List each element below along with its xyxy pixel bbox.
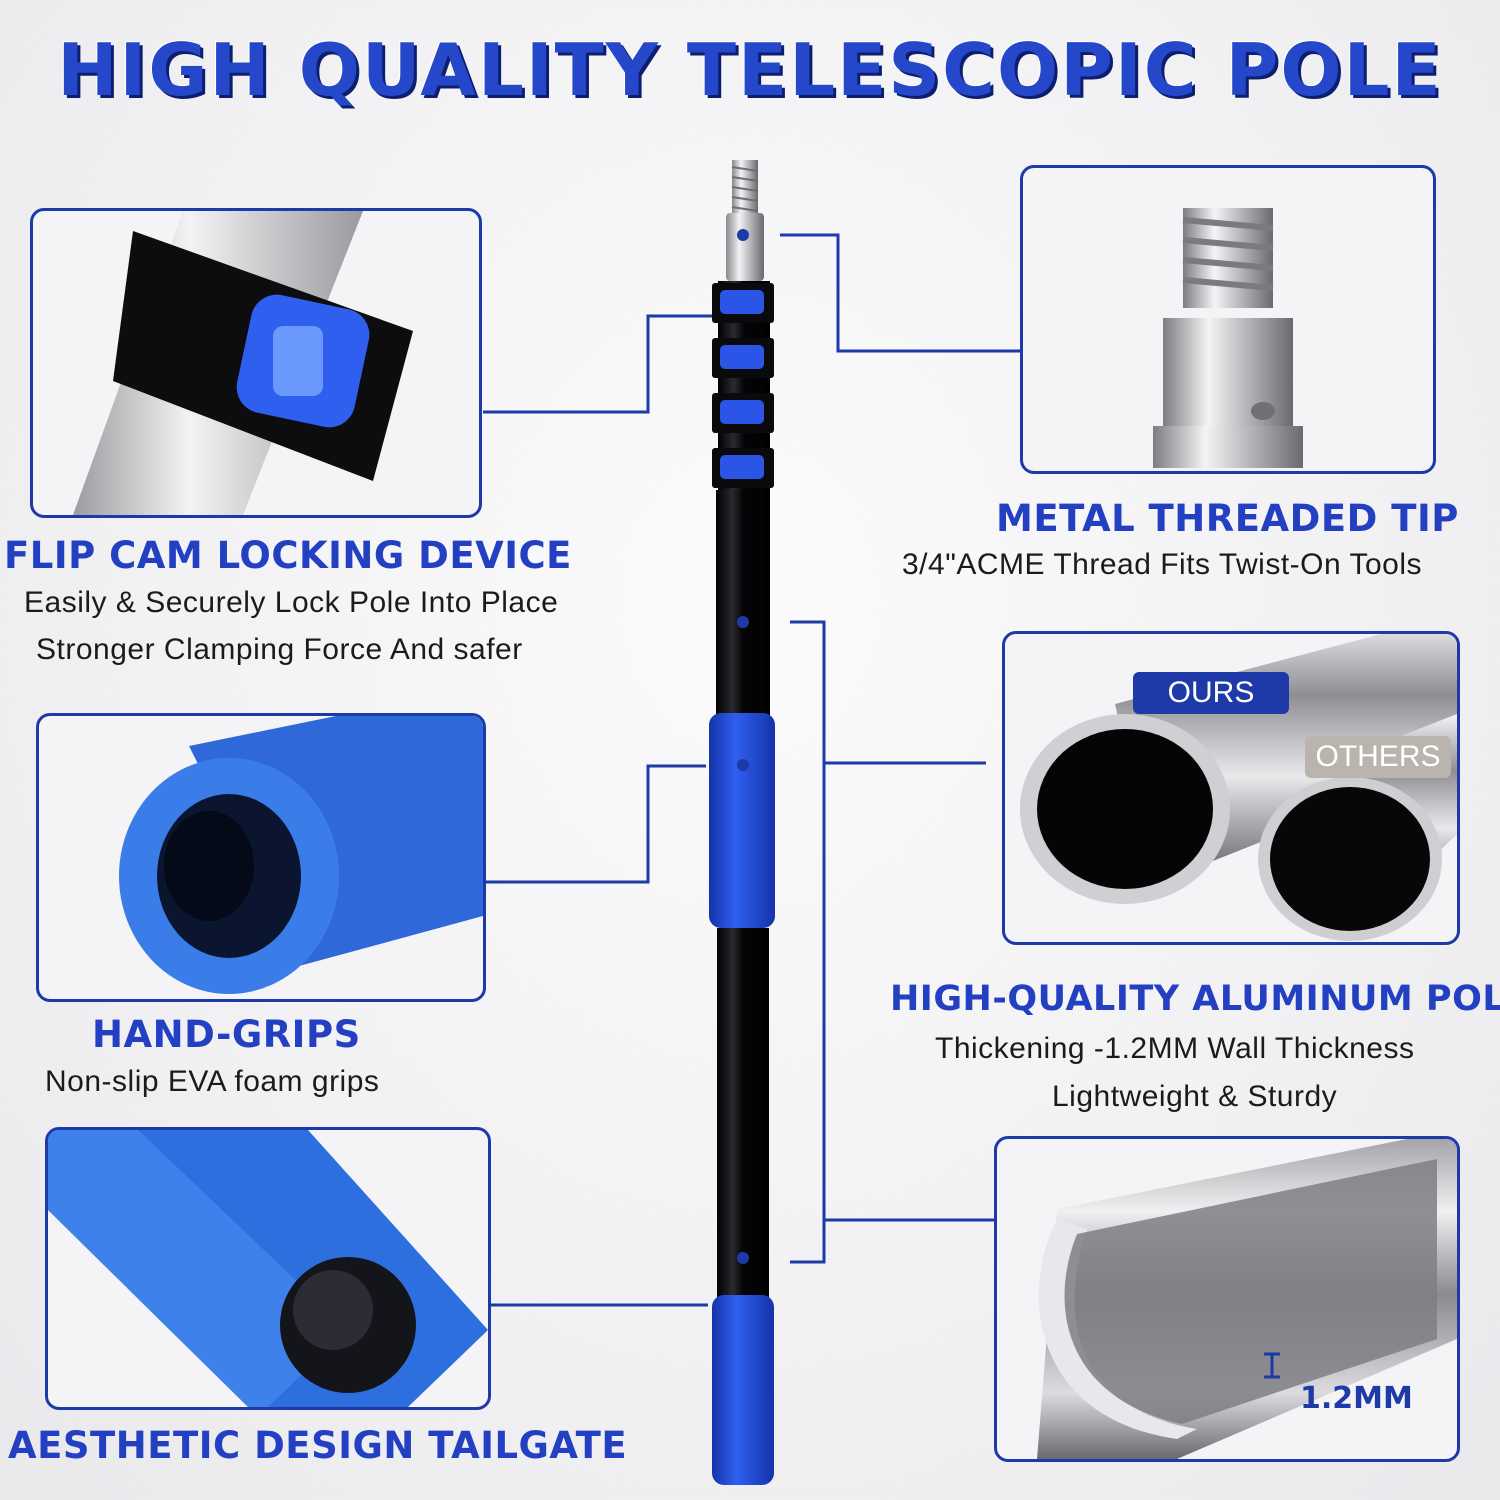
flip-cam-desc-line-2: Stronger Clamping Force And safer bbox=[36, 633, 523, 666]
flip-cam-desc-line-1: Easily & Securely Lock Pole Into Place bbox=[24, 586, 559, 619]
telescopic-pole-image bbox=[709, 160, 775, 1485]
aluminum-heading: HIGH-QUALITY ALUMINUM POLE bbox=[890, 979, 1500, 1019]
wall-thickness-label: 1.2MM bbox=[1300, 1381, 1413, 1416]
connector-hand-grips bbox=[486, 764, 706, 884]
flip-cam-image-panel bbox=[30, 208, 482, 518]
connector-aluminum bbox=[790, 620, 826, 1264]
flip-cam-heading: FLIP CAM LOCKING DEVICE bbox=[4, 534, 572, 577]
aluminum-desc-line-2: Lightweight & Sturdy bbox=[1052, 1080, 1338, 1113]
others-tag: OTHERS bbox=[1305, 736, 1451, 778]
wall-thickness-image-panel: 1.2MM bbox=[994, 1136, 1460, 1462]
aluminum-comparison-image-panel: OURS OTHERS bbox=[1002, 631, 1460, 945]
ours-tag: OURS bbox=[1133, 672, 1289, 714]
metal-tip-heading: METAL THREADED TIP bbox=[996, 497, 1459, 540]
metal-tip-image-panel bbox=[1020, 165, 1436, 474]
connector-flip-cam bbox=[483, 314, 712, 414]
aluminum-desc-line-1: Thickening -1.2MM Wall Thickness bbox=[935, 1032, 1415, 1065]
hand-grips-image-panel bbox=[36, 713, 486, 1002]
page-title: HIGH QUALITY TELESCOPIC POLE bbox=[57, 28, 1443, 112]
hand-grips-desc-line-1: Non-slip EVA foam grips bbox=[45, 1065, 380, 1098]
tailgate-heading: AESTHETIC DESIGN TAILGATE bbox=[8, 1424, 628, 1467]
hand-grips-heading: HAND-GRIPS bbox=[92, 1013, 361, 1056]
tailgate-image-panel bbox=[45, 1127, 491, 1410]
connector-metal-tip bbox=[780, 233, 1020, 353]
metal-tip-desc-line-1: 3/4"ACME Thread Fits Twist-On Tools bbox=[902, 548, 1422, 581]
